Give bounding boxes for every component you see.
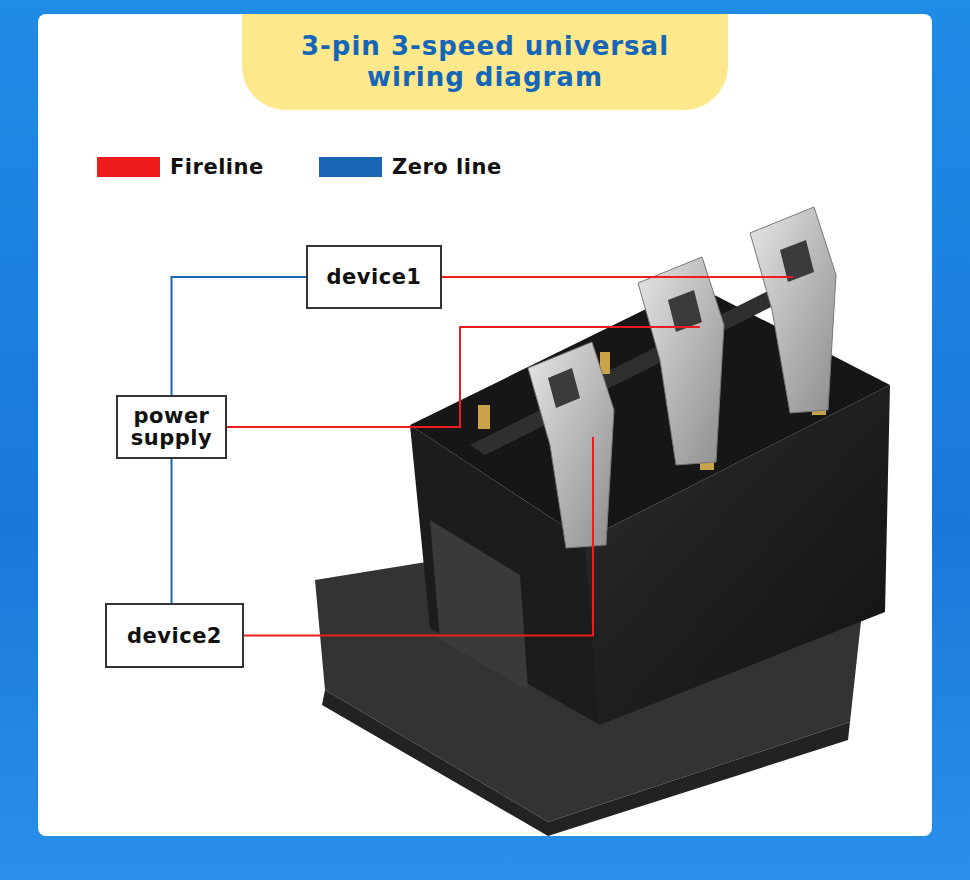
device-box: device2 [105, 603, 244, 668]
quick-connect-tab [638, 257, 724, 465]
node-label: device2 [127, 625, 222, 647]
device-box: power supply [116, 395, 227, 459]
legend-label: Fireline [170, 155, 264, 179]
solder-terminal [478, 405, 490, 429]
legend-swatch [319, 157, 382, 177]
tab-hole [780, 240, 814, 282]
tab-hole [668, 290, 702, 332]
zero-line-wire [172, 277, 307, 395]
node-label: power supply [126, 405, 217, 449]
rocker-window [430, 520, 528, 690]
tab-hole [548, 368, 580, 408]
fire-line-wire [442, 276, 793, 278]
legend-swatch [97, 157, 160, 177]
node-label: device1 [327, 266, 422, 288]
quick-connect-tab [750, 207, 836, 413]
title-tab: 3-pin 3-speed universal wiring diagram [242, 14, 728, 110]
quick-connect-tab [528, 342, 614, 548]
zero-line-wire [171, 459, 173, 603]
legend-label: Zero line [392, 155, 502, 179]
fire-line-wire [227, 327, 700, 427]
fire-line-wire [244, 437, 593, 636]
device-box: device1 [306, 245, 442, 309]
diagram-title: 3-pin 3-speed universal wiring diagram [255, 31, 715, 93]
